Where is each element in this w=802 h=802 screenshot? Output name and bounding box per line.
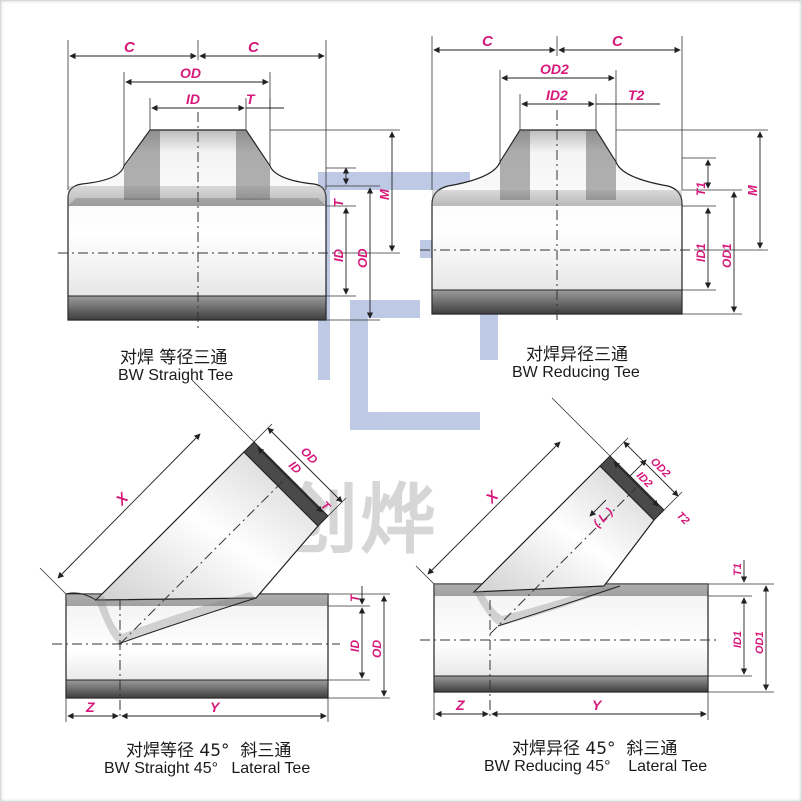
dim-t-vert: T bbox=[331, 198, 346, 207]
dim-t-run: T bbox=[348, 593, 362, 602]
caption-reducing-lateral-cn: 对焊异径 45° 斜三通 bbox=[512, 739, 678, 759]
straight-lateral-drawing: X OD ID T T ID OD Z Y bbox=[39, 379, 390, 722]
dim-y-2: Y bbox=[592, 697, 603, 713]
dim-c-right-2: C bbox=[612, 33, 624, 50]
dim-c-right: C bbox=[248, 39, 260, 56]
dim-id1-run: ID1 bbox=[732, 631, 744, 648]
dim-od2: OD2 bbox=[540, 61, 569, 77]
straight-tee-drawing: C C OD ID T T ID OD M bbox=[58, 39, 400, 330]
dim-c-left: C bbox=[124, 39, 136, 56]
dim-id-branch: ID bbox=[286, 458, 305, 477]
dim-t1: T1 bbox=[694, 182, 708, 196]
dim-c-left-2: C bbox=[482, 33, 494, 50]
dim-x: X bbox=[112, 489, 133, 510]
dim-od1-run: OD1 bbox=[754, 631, 766, 654]
caption-reducing-tee-en: BW Reducing Tee bbox=[512, 364, 640, 381]
dim-m: M bbox=[377, 188, 392, 200]
dim-t2: T2 bbox=[628, 87, 645, 103]
dim-y: Y bbox=[210, 699, 221, 715]
caption-reducing-lateral-en: BW Reducing 45° Lateral Tee bbox=[484, 758, 708, 775]
dim-t1-run: T1 bbox=[732, 563, 744, 576]
dim-id: ID bbox=[186, 91, 200, 107]
dim-id-vert: ID bbox=[331, 248, 346, 262]
dim-x-2: X bbox=[482, 487, 503, 508]
dim-od-run: OD bbox=[370, 640, 384, 658]
dim-od-vert: OD bbox=[355, 248, 370, 268]
dim-id1: ID1 bbox=[694, 243, 708, 262]
dim-m-2: M bbox=[745, 184, 760, 196]
reducing-tee-drawing: C C OD2 ID2 T2 T1 ID1 OD1 M bbox=[420, 33, 768, 324]
dim-od2-branch: OD2 bbox=[648, 456, 672, 480]
caption-straight-tee-cn: 对焊 等径三通 bbox=[120, 348, 228, 368]
dim-od: OD bbox=[180, 65, 201, 81]
dim-z-2: Z bbox=[455, 697, 465, 713]
dim-id-run: ID bbox=[348, 640, 362, 652]
dim-z: Z bbox=[85, 699, 95, 715]
dim-od1: OD1 bbox=[720, 243, 734, 268]
dim-t2-branch: T2 bbox=[674, 510, 692, 528]
dim-t: T bbox=[246, 91, 256, 107]
caption-straight-lateral-en: BW Straight 45° Lateral Tee bbox=[104, 760, 311, 777]
dim-id2: ID2 bbox=[546, 87, 568, 103]
caption-reducing-tee-cn: 对焊异径三通 bbox=[526, 345, 628, 365]
reducing-lateral-drawing: X OD2 ID2 T2 ( L ) T1 ID1 OD1 Z Y bbox=[415, 397, 774, 720]
caption-straight-lateral-cn: 对焊等径 45° 斜三通 bbox=[126, 741, 292, 761]
caption-straight-tee-en: BW Straight Tee bbox=[118, 367, 234, 384]
